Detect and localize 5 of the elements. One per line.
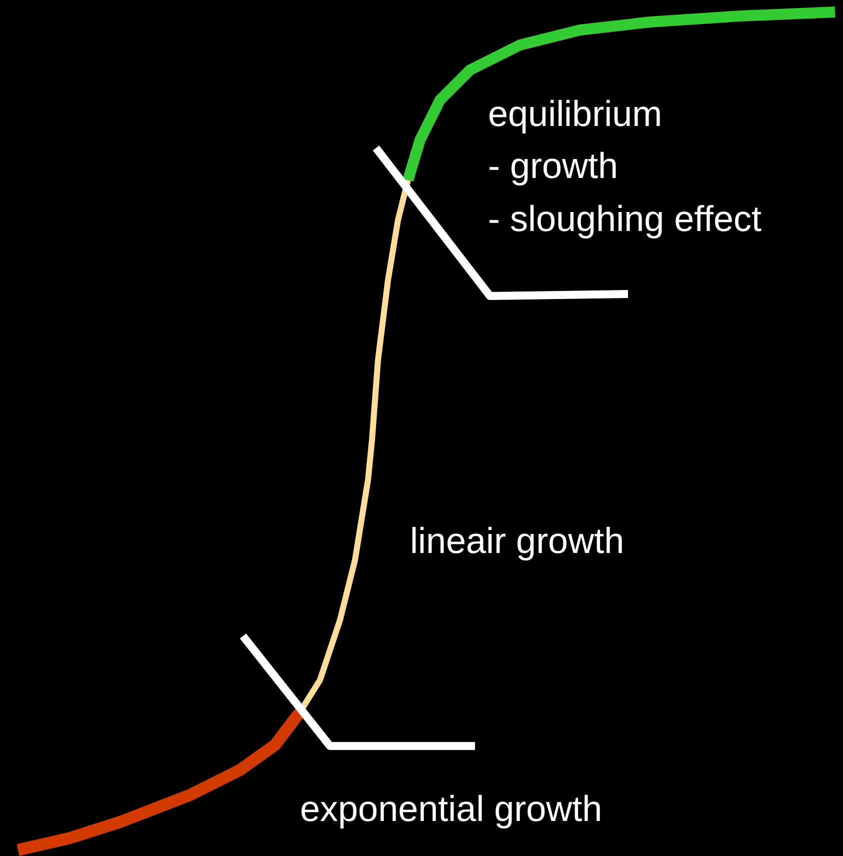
phase-label: lineair growth <box>410 521 624 561</box>
phase-label: equilibrium <box>488 94 662 134</box>
phase-label: - growth <box>488 146 618 186</box>
phase-label: - sloughing effect <box>488 199 762 239</box>
phase-label: exponential growth <box>300 789 602 829</box>
